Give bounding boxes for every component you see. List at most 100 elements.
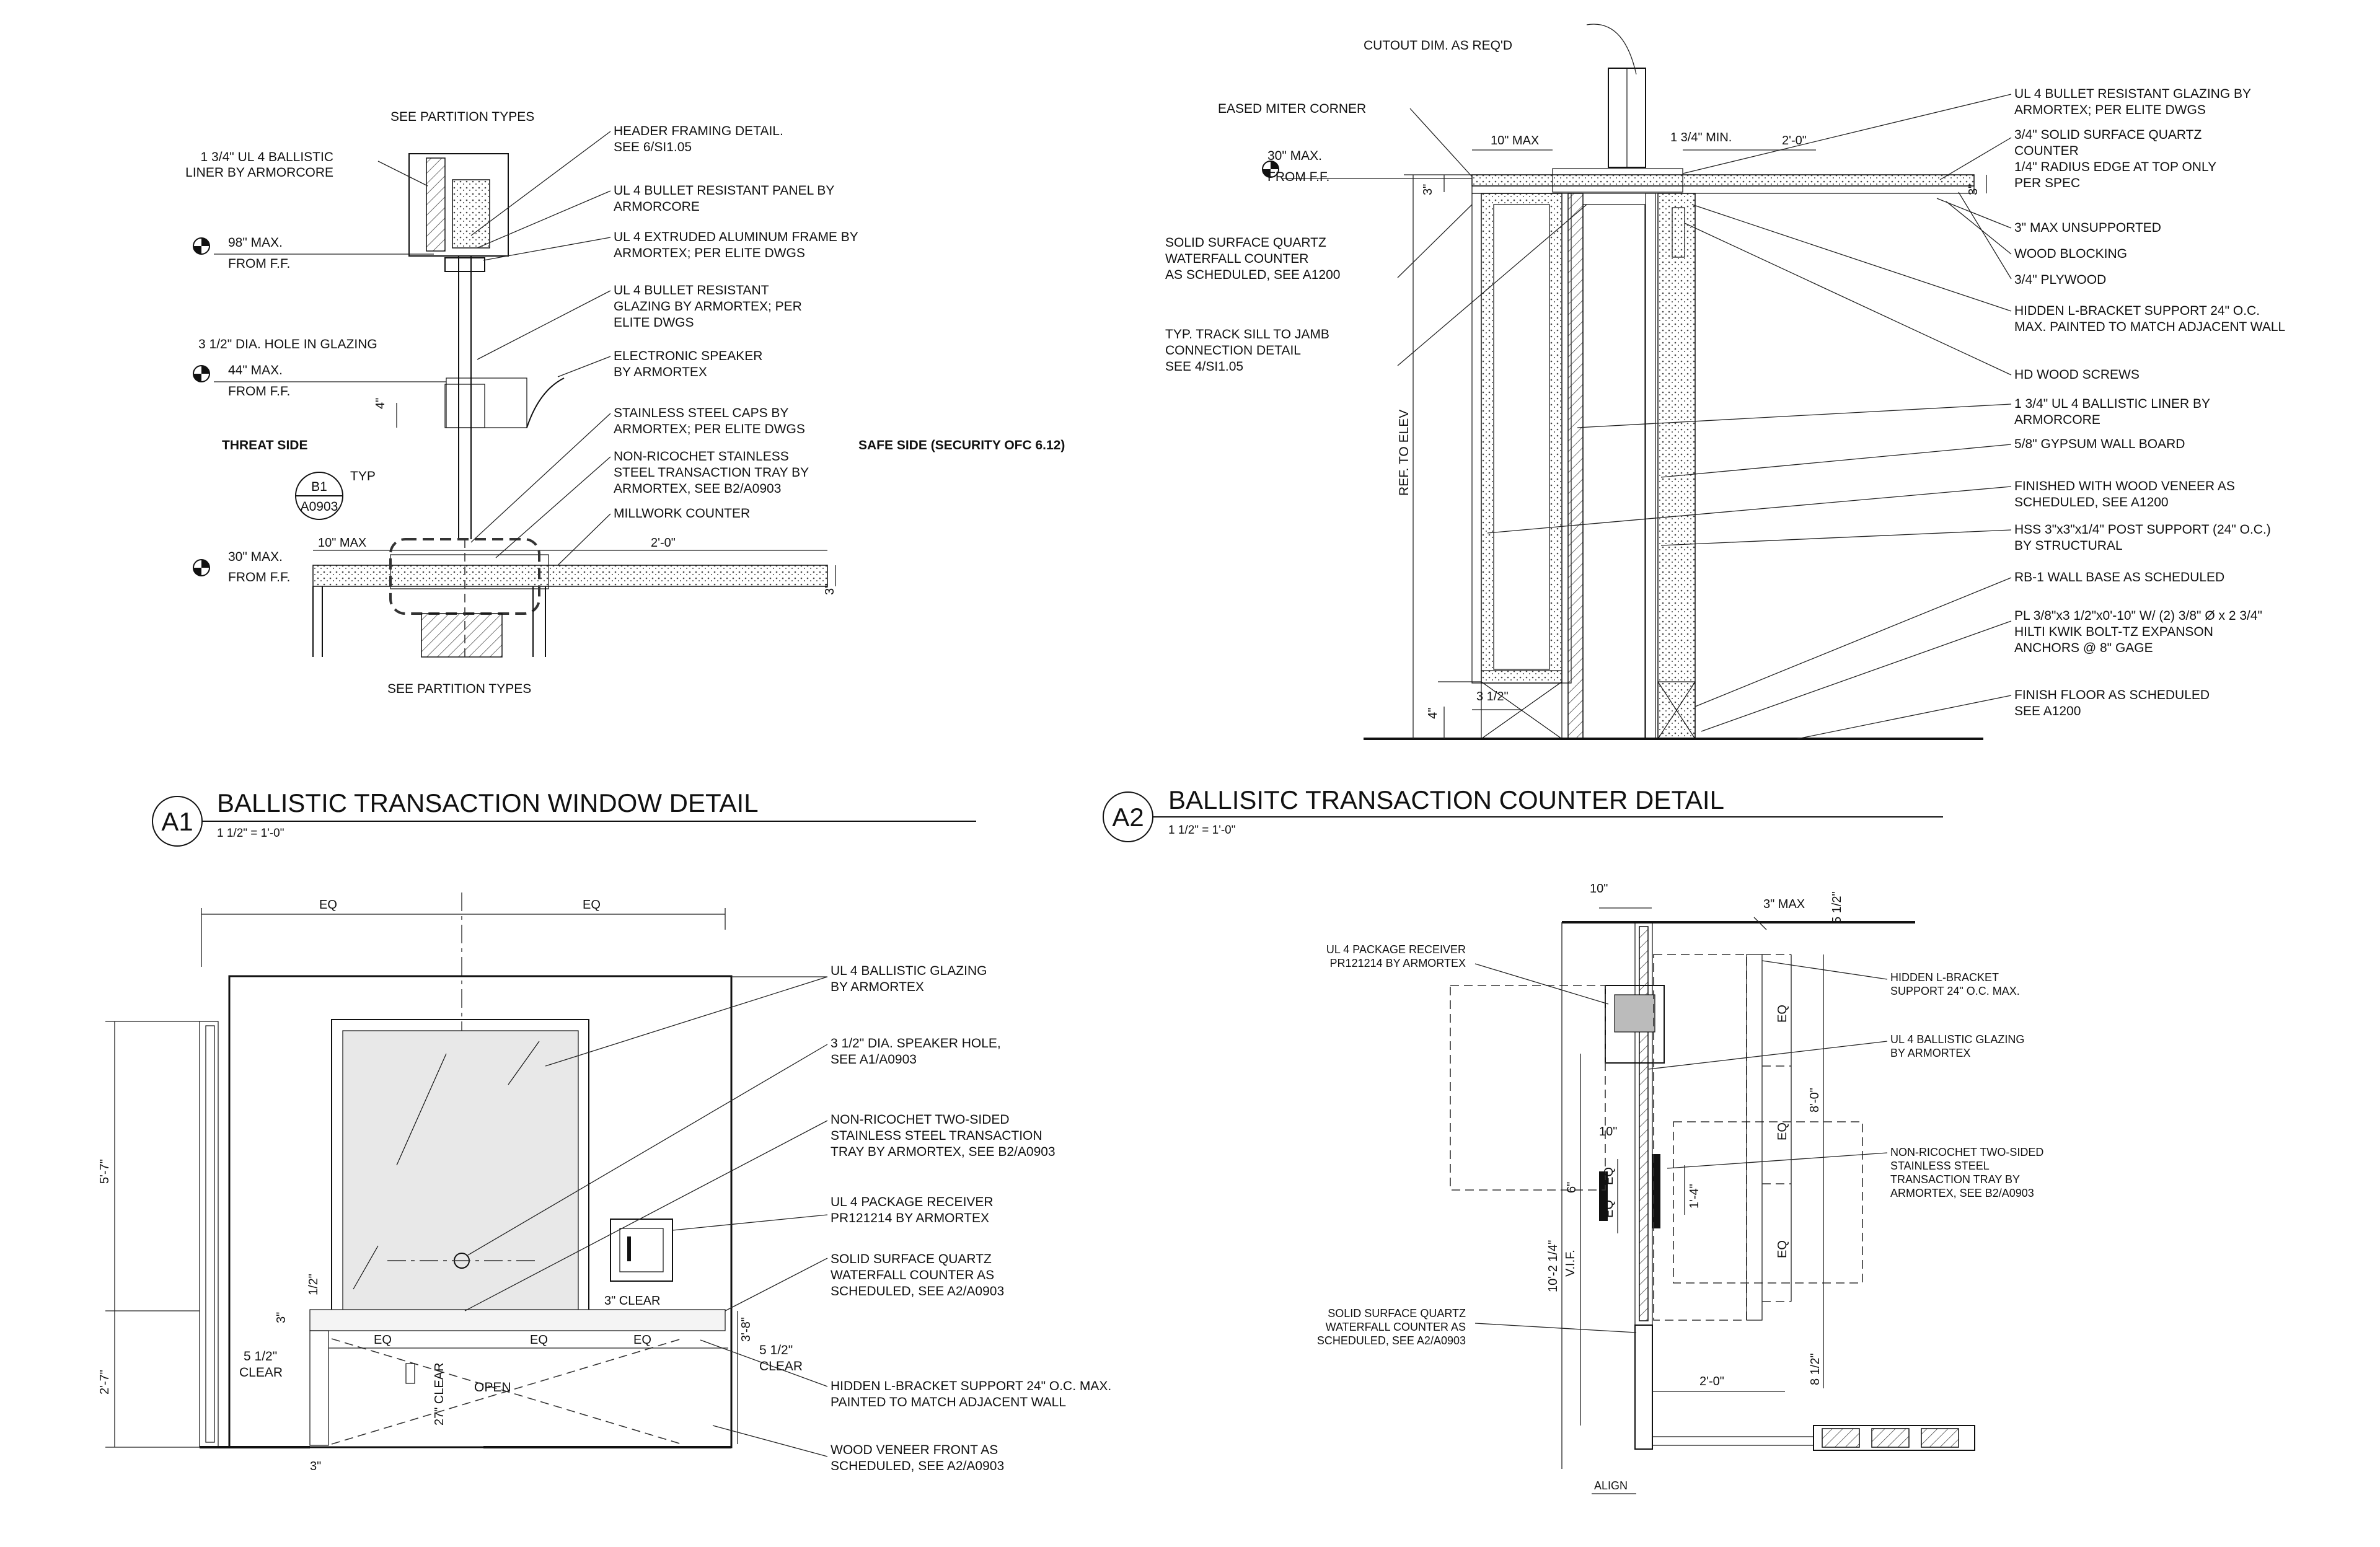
title-name-a1: BALLISTIC TRANSACTION WINDOW DETAIL xyxy=(217,788,759,818)
dim-8-1-2: 8 1/2" xyxy=(1809,1353,1822,1385)
title-block-a2: A2 BALLISITC TRANSACTION COUNTER DETAIL … xyxy=(1103,785,1943,842)
elevation-marker-44-icon xyxy=(193,365,210,382)
dim-2-7: 2'-7" xyxy=(98,1370,112,1395)
note-header-1: HEADER FRAMING DETAIL. xyxy=(614,124,783,138)
dim-3-1-2: 3 1/2" xyxy=(1476,690,1509,703)
note-base: RB-1 WALL BASE AS SCHEDULED xyxy=(2014,570,2224,584)
note-tray-4: ARMORTEX, SEE B2/A0903 xyxy=(1890,1187,2034,1199)
note-elev30-2: FROM F.F. xyxy=(1267,170,1329,184)
detail-a2-section: CUTOUT DIM. AS REQ'D EASED MITER CORNER … xyxy=(1165,24,2285,740)
note-counter-3: SCHEDULED, SEE A2/A0903 xyxy=(1317,1334,1466,1347)
note-bracket-2: MAX. PAINTED TO MATCH ADJACENT WALL xyxy=(2014,320,2285,334)
note-glazing-1: UL 4 BALLISTIC GLAZING xyxy=(831,964,987,978)
note-glazing-2: BY ARMORTEX xyxy=(1890,1047,1970,1059)
detail-a1-section: B1 A0903 TYP SEE PARTITION TYPES 1 3/4" … xyxy=(185,110,1065,696)
note-tray-1: NON-RICOCHET STAINLESS xyxy=(614,449,789,464)
note-waterfall-3: AS SCHEDULED, SEE A1200 xyxy=(1165,268,1340,282)
note-veneer-1: FINISHED WITH WOOD VENEER AS xyxy=(2014,479,2235,493)
dim-3-clear: 3" CLEAR xyxy=(604,1294,660,1308)
note-counter-3: SCHEDULED, SEE A2/A0903 xyxy=(831,1284,1004,1298)
typ-label: TYP xyxy=(350,469,376,483)
note-caps-1: STAINLESS STEEL CAPS BY xyxy=(614,406,788,420)
note-quartz-4: PER SPEC xyxy=(2014,176,2080,190)
dim-eq-a: EQ xyxy=(374,1333,392,1347)
note-bracket-1: HIDDEN L-BRACKET SUPPORT 24" O.C. MAX. xyxy=(831,1379,1111,1393)
dim-5-1-2: 5 1/2" xyxy=(1830,891,1844,923)
dim-6: 6" xyxy=(1565,1182,1579,1193)
note-plate-1: PL 3/8"x3 1/2"x0'-10" W/ (2) 3/8" Ø x 2 … xyxy=(2014,609,2262,623)
dim-eq-left: EQ xyxy=(319,898,337,912)
note-glazing-2: BY ARMORTEX xyxy=(831,980,924,994)
note-gyp: 5/8" GYPSUM WALL BOARD xyxy=(2014,437,2185,451)
dim-10-small: 10" xyxy=(1599,1125,1617,1139)
dim-5-1-2-right-2: CLEAR xyxy=(759,1359,803,1373)
note-veneer-2: SCHEDULED, SEE A2/A0903 xyxy=(831,1459,1004,1473)
note-elev44-1: 44" MAX. xyxy=(228,363,283,377)
note-receiver-1: UL 4 PACKAGE RECEIVER xyxy=(831,1195,994,1209)
note-blocking: WOOD BLOCKING xyxy=(2014,247,2127,261)
counter-plan: 10" 3" MAX 5 1/2" UL 4 PACKAGE RECEIVER … xyxy=(1317,882,2043,1494)
note-tray-1: NON-RICOCHET TWO-SIDED xyxy=(831,1113,1010,1127)
dim-eq-1: EQ xyxy=(1776,1005,1789,1023)
note-eased: EASED MITER CORNER xyxy=(1218,102,1366,116)
note-tray-3: TRANSACTION TRAY BY xyxy=(1890,1173,2020,1186)
dim-3-bottom: 3" xyxy=(310,1460,321,1473)
note-hss-2: BY STRUCTURAL xyxy=(2014,539,2123,553)
note-liner-2: ARMORCORE xyxy=(2014,413,2100,427)
note-speaker-1: 3 1/2" DIA. SPEAKER HOLE, xyxy=(831,1036,1001,1051)
note-plate-3: ANCHORS @ 8" GAGE xyxy=(2014,641,2153,655)
title-scale-a1: 1 1/2" = 1'-0" xyxy=(217,827,284,840)
note-bracket-1: HIDDEN L-BRACKET xyxy=(1890,971,1999,984)
note-panel-1: UL 4 BULLET RESISTANT PANEL BY xyxy=(614,183,834,198)
note-waterfall-1: SOLID SURFACE QUARTZ xyxy=(1165,236,1326,250)
label-align: ALIGN xyxy=(1594,1479,1628,1492)
elevation-marker-30-icon xyxy=(193,559,210,576)
note-receiver-2: PR121214 BY ARMORTEX xyxy=(1330,957,1466,969)
dim-2-0: 2'-0" xyxy=(1699,1375,1724,1388)
dim-10-2-1-4: 10'-2 1/4" xyxy=(1546,1240,1560,1292)
note-counter-1: SOLID SURFACE QUARTZ xyxy=(1328,1307,1466,1320)
note-elev98-1: 98" MAX. xyxy=(228,236,283,250)
dim-eq-3: EQ xyxy=(1776,1240,1789,1258)
note-glazing-1: UL 4 BALLISTIC GLAZING xyxy=(1890,1033,2024,1046)
dim-eq-4: EQ xyxy=(1602,1167,1616,1185)
note-liner-2: LINER BY ARMORCORE xyxy=(185,165,333,180)
note-glazing-2: GLAZING BY ARMORTEX; PER xyxy=(614,299,802,314)
dim-eq-right: EQ xyxy=(583,898,601,912)
title-tag-a1: A1 xyxy=(161,807,193,836)
note-unsupported: 3" MAX UNSUPPORTED xyxy=(2014,221,2161,235)
note-millwork: MILLWORK COUNTER xyxy=(614,506,750,521)
label-vif: V.I.F. xyxy=(1564,1250,1577,1277)
dim-10max: 10" MAX xyxy=(318,536,366,550)
title-block-a1: A1 BALLISTIC TRANSACTION WINDOW DETAIL 1… xyxy=(152,788,976,847)
note-frame-1: UL 4 EXTRUDED ALUMINUM FRAME BY xyxy=(614,230,858,244)
note-track-2: CONNECTION DETAIL xyxy=(1165,343,1301,358)
note-tray-3: TRAY BY ARMORTEX, SEE B2/A0903 xyxy=(831,1145,1056,1159)
note-glazing-3: ELITE DWGS xyxy=(614,315,694,330)
dim-eq-b: EQ xyxy=(530,1333,548,1347)
dim-1-4: 1'-4" xyxy=(1688,1184,1701,1209)
dim-5-1-2-left-1: 5 1/2" xyxy=(244,1349,277,1364)
dim-eq-5: EQ xyxy=(1602,1200,1616,1218)
note-veneer-2: SCHEDULED, SEE A1200 xyxy=(2014,495,2169,509)
dim-3-8: 3'-8" xyxy=(739,1317,753,1342)
note-glazing-1: UL 4 BULLET RESISTANT GLAZING BY xyxy=(2014,87,2251,101)
dim-10: 10" xyxy=(1590,882,1608,896)
dim-eq-c: EQ xyxy=(633,1333,651,1347)
note-tray-2: STEEL TRANSACTION TRAY BY xyxy=(614,465,809,480)
dim-3: 3" xyxy=(275,1312,288,1323)
note-counter-2: WATERFALL COUNTER AS xyxy=(831,1268,994,1282)
dim-3-max: 3" MAX xyxy=(1763,897,1805,911)
elevation-marker-30-icon xyxy=(1262,161,1279,178)
note-speaker-2: BY ARMORTEX xyxy=(614,365,707,379)
dim-2-0: 2'-0" xyxy=(651,536,676,550)
callout-b1-top: B1 xyxy=(311,480,327,494)
title-name-a2: BALLISITC TRANSACTION COUNTER DETAIL xyxy=(1168,785,1724,814)
note-quartz-3: 1/4" RADIUS EDGE AT TOP ONLY xyxy=(2014,160,2216,174)
title-scale-a2: 1 1/2" = 1'-0" xyxy=(1168,824,1236,837)
note-quartz-2: COUNTER xyxy=(2014,144,2079,158)
dim-half: 1/2" xyxy=(307,1274,320,1295)
dim-5-7: 5'-7" xyxy=(98,1159,112,1184)
dim-8-0: 8'-0" xyxy=(1808,1088,1822,1113)
